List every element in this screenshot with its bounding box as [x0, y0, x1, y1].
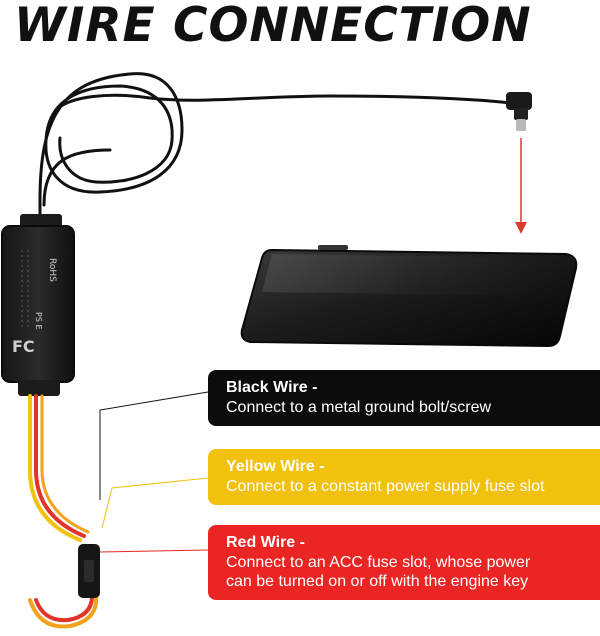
leader-lines	[99, 391, 209, 553]
yellow-wire-description: Connect to a constant power supply fuse …	[226, 478, 545, 495]
red-wire-panel: Red Wire - Connect to an ACC fuse slot, …	[208, 525, 600, 600]
output-wires	[28, 394, 99, 629]
page-title: WIRE CONNECTION	[14, 0, 532, 53]
mirror-dashcam	[240, 245, 578, 348]
fc-label: FC	[12, 337, 35, 356]
hardwire-module: RoHS FC PS E	[1, 214, 75, 396]
red-wire-description: Connect to an ACC fuse slot, whose power…	[226, 554, 531, 590]
black-wire-panel: Black Wire - Connect to a metal ground b…	[208, 370, 600, 426]
black-wire-description: Connect to a metal ground bolt/screw	[226, 399, 492, 416]
rohs-label: RoHS	[47, 258, 57, 282]
ps-e-label: PS E	[34, 312, 43, 330]
usb-c-connector	[506, 92, 532, 131]
fuse-holder	[78, 544, 100, 598]
yellow-wire-panel: Yellow Wire - Connect to a constant powe…	[208, 449, 600, 505]
yellow-wire-heading: Yellow Wire -	[226, 458, 325, 475]
black-wire-heading: Black Wire -	[226, 379, 318, 396]
coiled-cable	[38, 72, 522, 222]
red-wire-heading: Red Wire -	[226, 534, 305, 551]
